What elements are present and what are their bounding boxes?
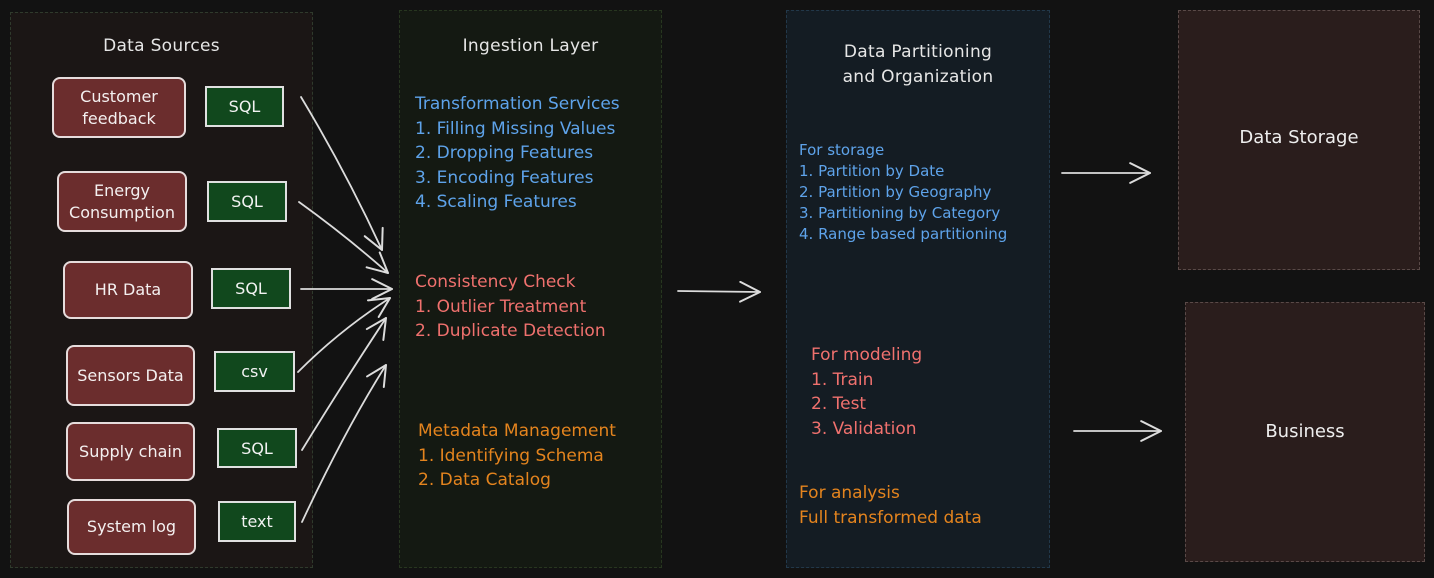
metadata-heading: Metadata Management [418,421,616,441]
consistency-check-block: Consistency Check 1. Outlier Treatment 2… [415,270,606,344]
arrow-energy-to-ingestion [298,201,389,274]
business-box: Business [1185,302,1425,562]
modeling-item: 1. Train [811,369,874,390]
format-badge-csv: csv [214,351,295,392]
consistency-heading: Consistency Check [415,272,576,292]
source-energy-consumption: Energy Consumption [57,171,187,232]
metadata-item: 2. Data Catalog [418,470,551,490]
metadata-management-block: Metadata Management 1. Identifying Schem… [418,419,616,493]
storage-item: 1. Partition by Date [799,162,945,180]
format-badge-sql: SQL [217,428,297,468]
arrow-supply-to-ingestion [301,317,387,451]
arrow-syslog-to-ingestion [301,364,387,523]
for-modeling-block: For modeling 1. Train 2. Test 3. Validat… [811,343,922,441]
storage-item: 2. Partition by Geography [799,183,992,201]
format-badge-sql: SQL [207,181,287,222]
transformation-services-block: Transformation Services 1. Filling Missi… [415,92,620,215]
source-system-log: System log [67,499,196,555]
for-analysis-block: For analysis Full transformed data [799,481,982,530]
format-badge-sql: SQL [205,86,284,127]
storage-heading: For storage [799,141,885,159]
modeling-heading: For modeling [811,345,923,365]
ingestion-layer-panel: Ingestion Layer [399,10,662,568]
arrow-sensors-to-ingestion [297,297,391,373]
data-sources-title: Data Sources [103,36,220,56]
transformation-item: 4. Scaling Features [415,192,577,212]
source-hr-data: HR Data [63,261,193,319]
source-supply-chain: Supply chain [66,422,195,481]
partitioning-title-line2: and Organization [842,67,994,87]
source-customer-feedback: Customer feedback [52,77,186,138]
modeling-item: 3. Validation [811,418,917,439]
ingestion-layer-title: Ingestion Layer [462,36,599,56]
source-sensors-data: Sensors Data [66,345,195,406]
data-storage-box: Data Storage [1178,10,1420,270]
storage-item: 4. Range based partitioning [799,225,1008,243]
data-partitioning-panel: Data Partitioning and Organization [786,10,1050,568]
metadata-item: 1. Identifying Schema [418,445,604,466]
for-storage-block: For storage 1. Partition by Date 2. Part… [799,140,1007,245]
business-label: Business [1265,421,1345,442]
partitioning-title-line1: Data Partitioning [843,42,993,62]
consistency-item: 1. Outlier Treatment [415,296,587,317]
transformation-item: 2. Dropping Features [415,143,594,163]
arrow-customer-to-ingestion [300,96,384,251]
consistency-item: 2. Duplicate Detection [415,321,606,341]
transformation-item: 3. Encoding Features [415,167,594,188]
format-badge-sql: SQL [211,268,291,309]
data-storage-label: Data Storage [1239,127,1359,148]
analysis-heading: For analysis [799,483,900,503]
transformation-heading: Transformation Services [415,94,620,114]
modeling-item: 2. Test [811,394,867,414]
storage-item: 3. Partitioning by Category [799,204,1001,222]
analysis-text: Full transformed data [799,507,982,528]
format-badge-text: text [218,501,296,542]
transformation-item: 1. Filling Missing Values [415,118,616,139]
arrow-ingestion-to-partition [677,280,761,303]
